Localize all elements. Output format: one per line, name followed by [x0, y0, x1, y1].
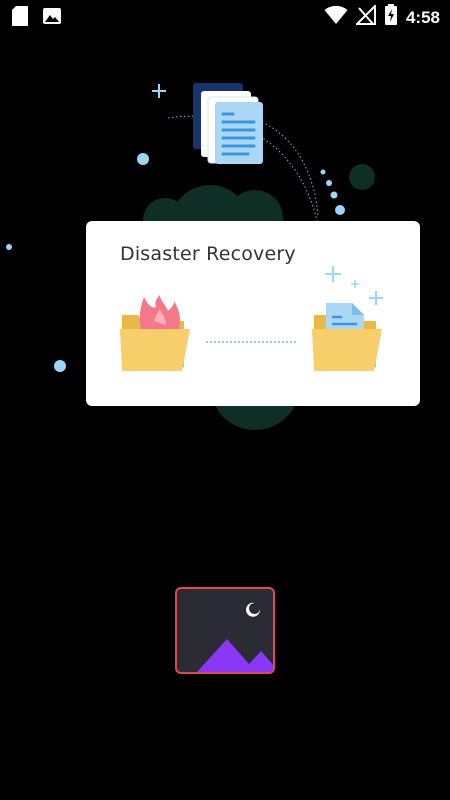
battery-charging-icon	[384, 4, 398, 31]
document-stack-icon	[193, 83, 263, 164]
status-bar: 4:58	[0, 0, 450, 32]
sd-card-icon	[10, 5, 30, 32]
recovered-folder-icon	[312, 303, 382, 371]
wifi-icon	[324, 5, 348, 30]
sparkle-plus-icon	[325, 266, 383, 305]
card-illustration	[120, 266, 383, 371]
image-placeholder-icon	[197, 602, 273, 672]
image-thumbnail[interactable]	[175, 587, 275, 674]
plus-icon	[152, 84, 166, 98]
burning-folder-icon	[120, 295, 190, 371]
status-time: 4:58	[405, 7, 440, 27]
image-notification-icon	[42, 6, 62, 31]
card-title: Disaster Recovery	[120, 243, 296, 265]
no-signal-icon	[354, 3, 376, 30]
disaster-recovery-card: Disaster Recovery	[86, 221, 420, 406]
